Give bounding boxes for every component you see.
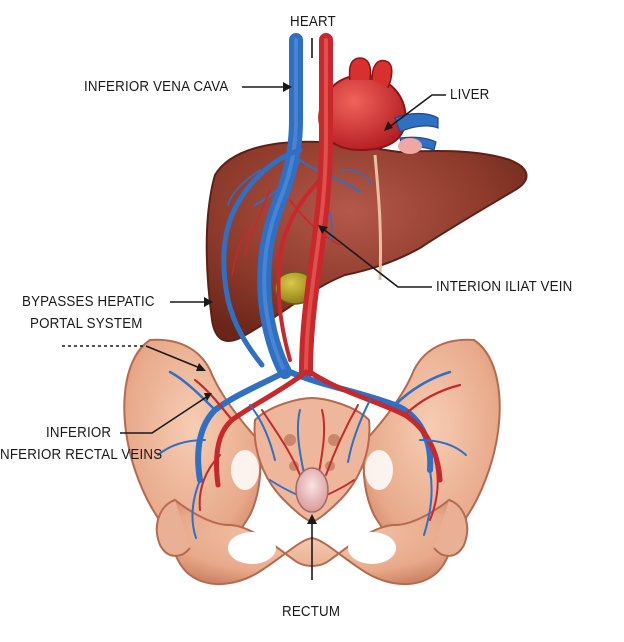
iliat-leader [321, 227, 432, 288]
liver-leader [387, 94, 446, 129]
leader-lines [62, 38, 446, 580]
iliac-vessels [157, 369, 467, 539]
label-bypasses-line2: PORTAL SYSTEM [30, 316, 143, 332]
heart [318, 57, 439, 154]
arrow-heads [196, 82, 393, 524]
label-interion-iliat-vein: INTERION ILIAT VEIN [436, 279, 573, 295]
label-rectum: RECTUM [282, 604, 341, 620]
label-liver: LIVER [450, 87, 490, 103]
label-inferior-vena-cava: INFERIOR VENA CAVA [84, 79, 229, 95]
label-heart: HEART [290, 14, 336, 30]
dashed-arrow [145, 345, 201, 369]
rectal-leader [120, 395, 209, 434]
liver [205, 140, 528, 342]
label-bypasses-line1: BYPASSES HEPATIC [22, 294, 155, 310]
label-inferior: INFERIOR [46, 425, 112, 441]
rectum-shape [295, 467, 329, 513]
label-inferior-rectal-veins: NFERIOR RECTAL VEINS [0, 447, 163, 463]
